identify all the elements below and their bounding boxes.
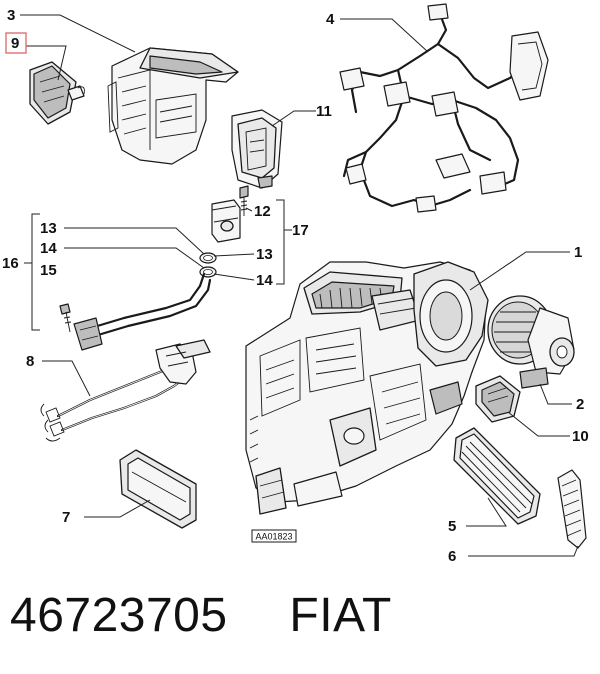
part-1-hvac-housing[interactable] [245, 261, 489, 515]
part-11-duct-adapter[interactable] [231, 109, 283, 189]
callout-numbers: 3 9 4 11 12 17 13 14 15 16 13 14 1 8 2 1… [2, 7, 589, 565]
part-15-screw[interactable] [59, 303, 72, 333]
callout-3[interactable]: 3 [7, 7, 15, 24]
part-5-cabin-filter[interactable] [453, 427, 541, 525]
part-6-flap[interactable] [557, 469, 587, 549]
callout-13-left[interactable]: 13 [40, 220, 57, 237]
group-brackets [24, 199, 292, 331]
callout-15[interactable]: 15 [40, 262, 57, 279]
callout-1[interactable]: 1 [574, 244, 582, 261]
callout-17[interactable]: 17 [292, 222, 309, 239]
part-16-pipe[interactable] [73, 272, 212, 351]
callout-8[interactable]: 8 [26, 353, 34, 370]
callout-11[interactable]: 11 [316, 103, 332, 120]
callout-14-right[interactable]: 14 [256, 272, 273, 289]
o-ring-13[interactable] [199, 252, 217, 264]
leader-lines [20, 14, 579, 557]
reference-code: AA01823 [255, 532, 292, 542]
callout-5[interactable]: 5 [448, 518, 456, 535]
callout-13-right[interactable]: 13 [256, 246, 273, 263]
part-3-duct-housing[interactable] [107, 47, 239, 165]
callout-2[interactable]: 2 [576, 396, 584, 413]
reference-code-box: AA01823 [251, 529, 297, 543]
callout-10[interactable]: 10 [572, 428, 589, 445]
callout-6[interactable]: 6 [448, 548, 456, 565]
callout-12[interactable]: 12 [254, 203, 271, 220]
brand-name: FIAT [289, 589, 392, 642]
part-4-wiring-harness[interactable] [339, 3, 549, 213]
part-8-heater-pipes[interactable] [40, 339, 211, 442]
part-12-bolt[interactable] [239, 185, 249, 216]
part-10-resistor-module[interactable] [475, 375, 521, 423]
highlight-box-callout-9 [5, 32, 27, 54]
part-number: 46723705 [10, 589, 228, 642]
part-9-resistor[interactable] [29, 61, 85, 125]
callout-4[interactable]: 4 [326, 11, 335, 28]
callout-9[interactable]: 9 [11, 35, 19, 52]
callout-14-left[interactable]: 14 [40, 240, 57, 257]
part-17-expansion-valve[interactable] [211, 199, 241, 243]
callout-16[interactable]: 16 [2, 255, 19, 272]
callout-7[interactable]: 7 [62, 509, 70, 526]
part-2-blower-motor[interactable] [487, 295, 575, 389]
part-7-filter-frame[interactable] [119, 449, 197, 529]
part-title: 46723705 FIAT [10, 588, 392, 643]
